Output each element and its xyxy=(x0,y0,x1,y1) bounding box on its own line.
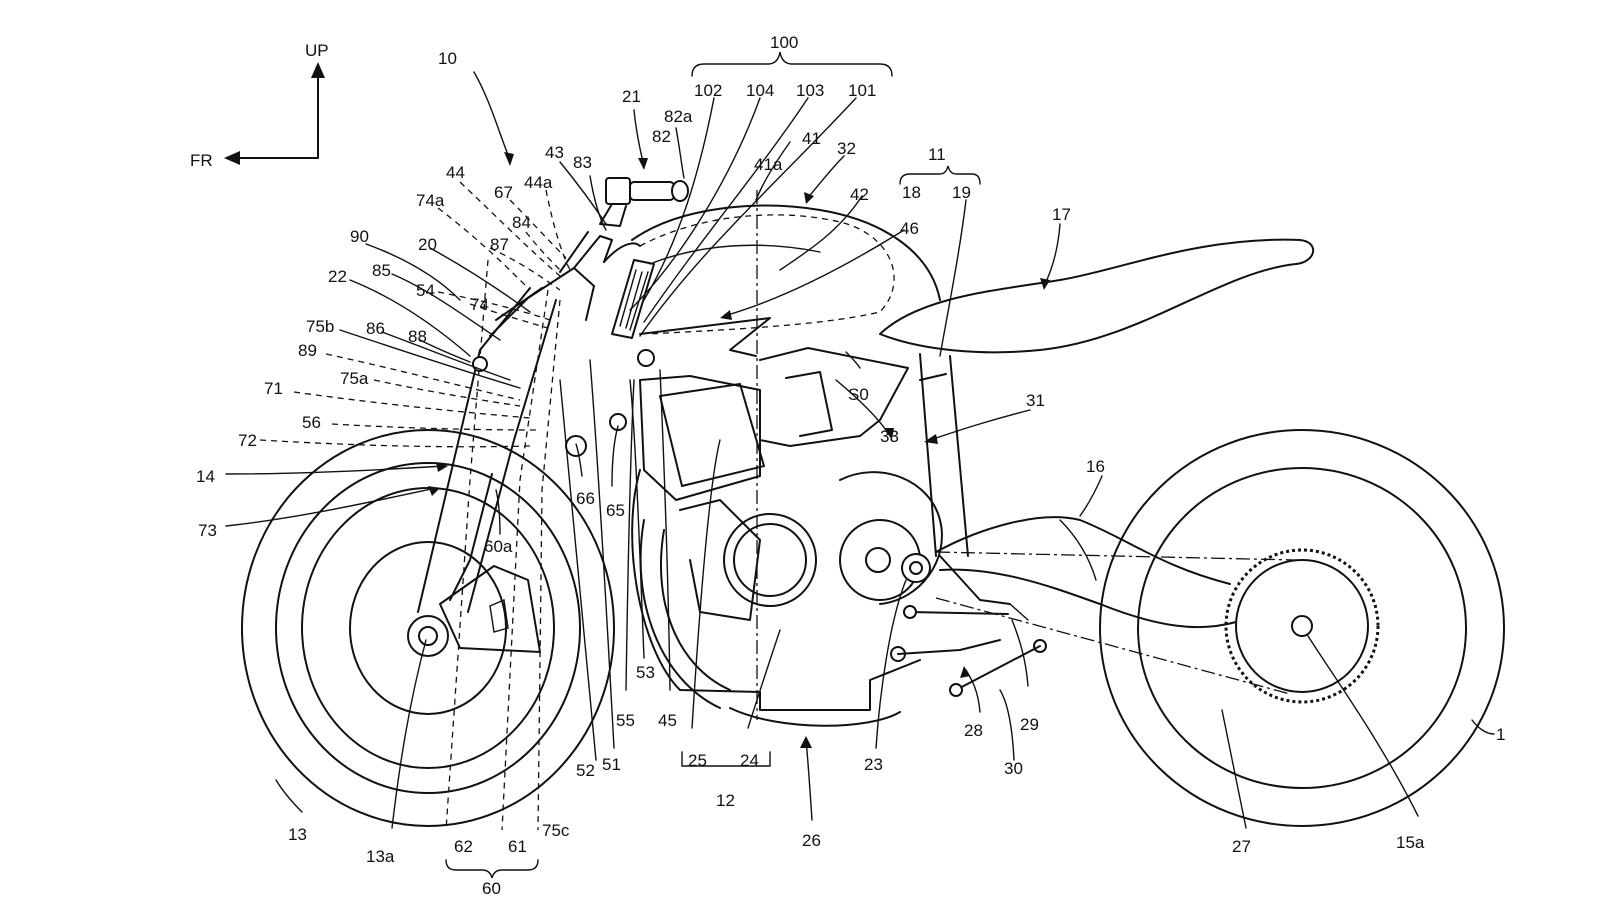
leader-lines xyxy=(225,71,1495,829)
label-10: 10 xyxy=(438,49,457,68)
label-88: 88 xyxy=(408,327,427,346)
label-74: 74 xyxy=(470,295,489,314)
label-22: 22 xyxy=(328,267,347,286)
label-55: 55 xyxy=(616,711,635,730)
label-20: 20 xyxy=(418,235,437,254)
label-19: 19 xyxy=(952,183,971,202)
label-86: 86 xyxy=(366,319,385,338)
label-32: 32 xyxy=(837,139,856,158)
label-84: 84 xyxy=(512,213,531,232)
label-72: 72 xyxy=(238,431,257,450)
label-60: 60 xyxy=(482,879,501,898)
label-18: 18 xyxy=(902,183,921,202)
frame-bolts xyxy=(472,349,655,457)
label-29: 29 xyxy=(1020,715,1039,734)
label-52: 52 xyxy=(576,761,595,780)
label-12: 12 xyxy=(716,791,735,810)
label-51: 51 xyxy=(602,755,621,774)
direction-indicator xyxy=(224,62,325,165)
label-83: 83 xyxy=(573,153,592,172)
label-85: 85 xyxy=(372,261,391,280)
label-101: 101 xyxy=(848,81,876,100)
air-intake-grille xyxy=(611,259,655,339)
seat xyxy=(879,238,1314,354)
label-61: 61 xyxy=(508,837,527,856)
handlebar xyxy=(599,177,689,227)
label-104: 104 xyxy=(746,81,774,100)
label-16: 16 xyxy=(1086,457,1105,476)
footpeg-linkage xyxy=(890,553,1047,697)
label-89: 89 xyxy=(298,341,317,360)
label-44: 44 xyxy=(446,163,465,182)
label-67: 67 xyxy=(494,183,513,202)
fuel-tank xyxy=(603,204,941,357)
label-14: 14 xyxy=(196,467,215,486)
label-90: 90 xyxy=(350,227,369,246)
engine xyxy=(631,347,943,727)
label-28: 28 xyxy=(964,721,983,740)
label-24: 24 xyxy=(740,751,759,770)
exhaust xyxy=(639,519,731,709)
label-11: 11 xyxy=(928,145,946,164)
label-54: 54 xyxy=(416,281,435,300)
label-44a: 44a xyxy=(524,173,553,192)
label-75a: 75a xyxy=(340,369,369,388)
label-25: 25 xyxy=(688,751,707,770)
label-75c: 75c xyxy=(542,821,570,840)
label-27: 27 xyxy=(1232,837,1251,856)
label-103: 103 xyxy=(796,81,824,100)
label-56: 56 xyxy=(302,413,321,432)
swingarm xyxy=(935,516,1237,629)
rear-wheel xyxy=(1099,429,1505,827)
label-21: 21 xyxy=(622,87,641,106)
label-82: 82 xyxy=(652,127,671,146)
label-66: 66 xyxy=(576,489,595,508)
label-13: 13 xyxy=(288,825,307,844)
leader-arrowheads xyxy=(428,152,1050,748)
label-71: 71 xyxy=(264,379,283,398)
label-17: 17 xyxy=(1052,205,1071,224)
label-15a: 15a xyxy=(1396,833,1425,852)
label-42: 42 xyxy=(850,185,869,204)
label-46: 46 xyxy=(900,219,919,238)
label-31: 31 xyxy=(1026,391,1045,410)
label-75b: 75b xyxy=(306,317,334,336)
label-53: 53 xyxy=(636,663,655,682)
label-65: 65 xyxy=(606,501,625,520)
label-41a: 41a xyxy=(754,155,783,174)
label-23: 23 xyxy=(864,755,883,774)
label-1: 1 xyxy=(1496,725,1505,744)
label-100: 100 xyxy=(770,33,798,52)
callout-labels: UP FR 100 102 104 103 101 10 21 82a 82 4… xyxy=(190,33,1505,898)
front-wheel xyxy=(241,429,615,827)
label-87: 87 xyxy=(490,235,509,254)
label-33: 33 xyxy=(880,427,899,446)
label-26: 26 xyxy=(802,831,821,850)
label-73: 73 xyxy=(198,521,217,540)
label-13a: 13a xyxy=(366,847,395,866)
label-30: 30 xyxy=(1004,759,1023,778)
label-45: 45 xyxy=(658,711,677,730)
label-41: 41 xyxy=(802,129,821,148)
label-102: 102 xyxy=(694,81,722,100)
label-82a: 82a xyxy=(664,107,693,126)
braces xyxy=(445,51,981,879)
label-62: 62 xyxy=(454,837,473,856)
rear-frame xyxy=(919,353,969,557)
label-s0: S0 xyxy=(848,385,869,404)
label-fr: FR xyxy=(190,151,213,170)
label-up: UP xyxy=(305,41,329,60)
label-74a: 74a xyxy=(416,191,445,210)
label-43: 43 xyxy=(545,143,564,162)
label-60a: 60a xyxy=(484,537,513,556)
